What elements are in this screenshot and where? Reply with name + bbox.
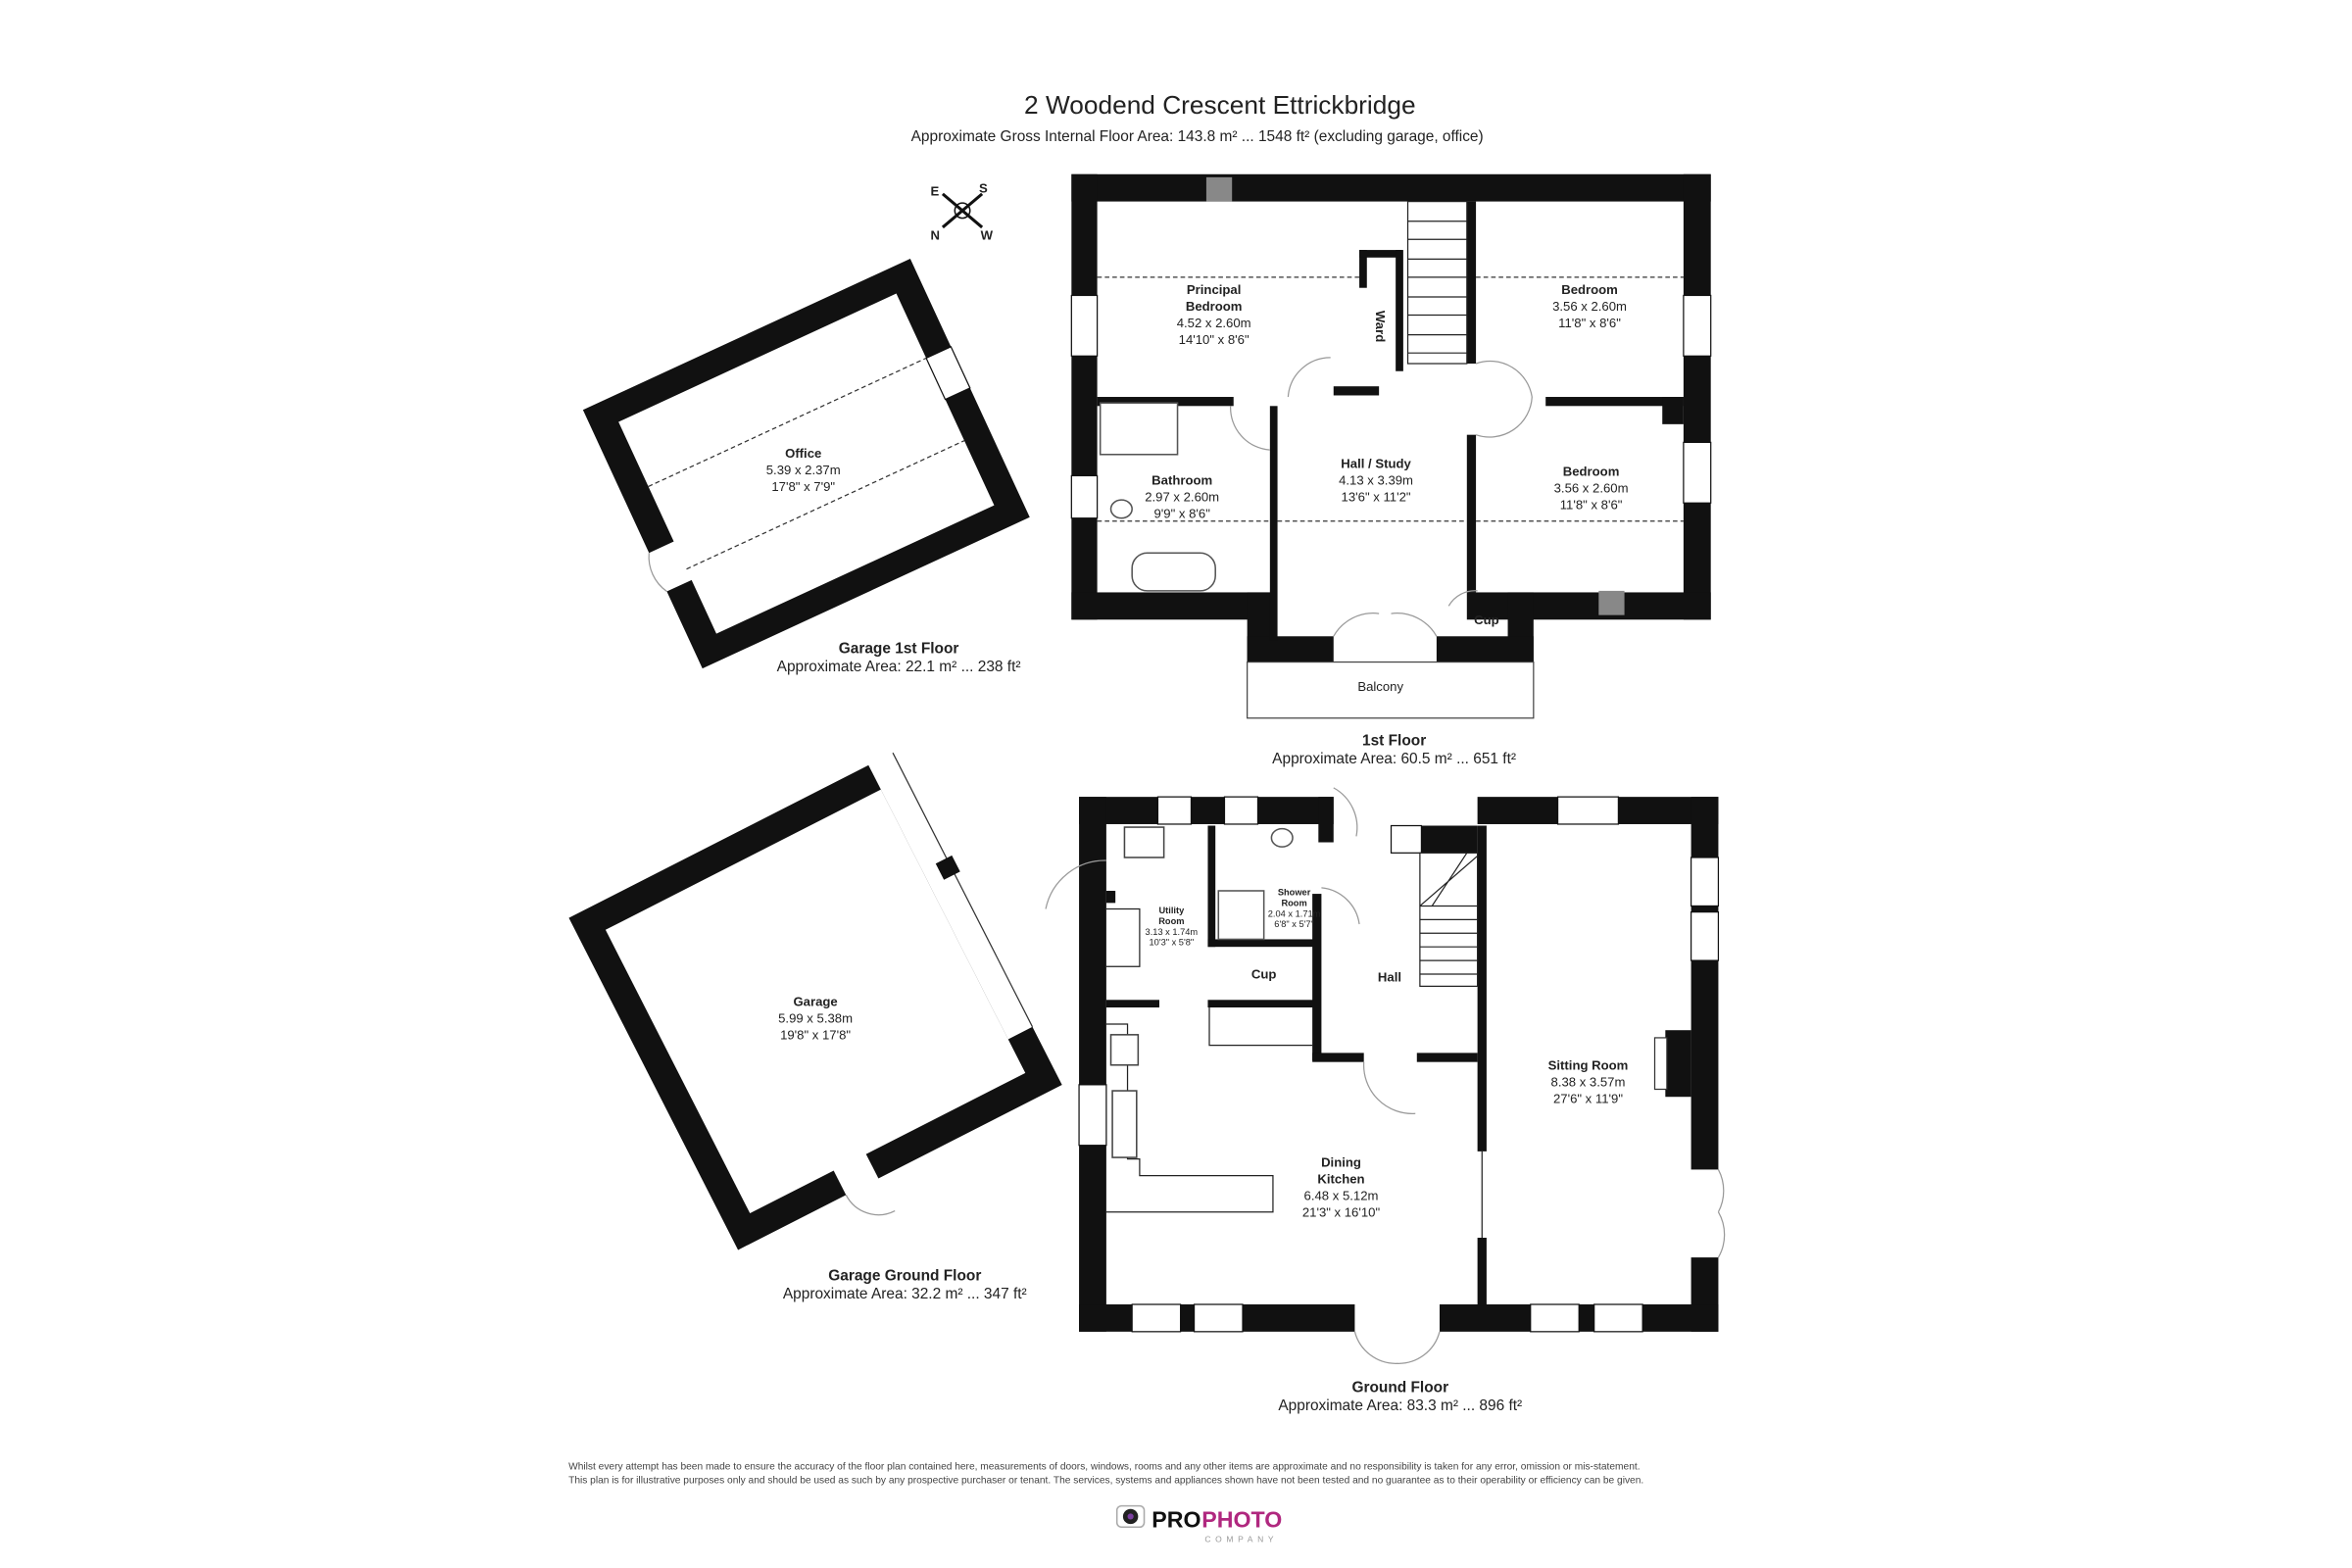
svg-text:6.48 x 5.12m: 6.48 x 5.12m bbox=[1304, 1188, 1379, 1202]
disclaimer-line-1: Whilst every attempt has been made to en… bbox=[568, 1462, 1640, 1473]
hob-icon bbox=[1109, 1034, 1140, 1066]
room-ward: Ward bbox=[1373, 311, 1388, 342]
svg-text:13'6" x 11'2": 13'6" x 11'2" bbox=[1342, 490, 1411, 505]
staircase bbox=[1419, 852, 1479, 987]
svg-text:3.56 x 2.60m: 3.56 x 2.60m bbox=[1552, 299, 1627, 314]
room-bedroom-2: Bedroom 3.56 x 2.60m 11'8" x 8'6" bbox=[1554, 464, 1629, 512]
svg-text:19'8" x 17'8": 19'8" x 17'8" bbox=[780, 1027, 851, 1042]
room-bedroom-1: Bedroom 3.56 x 2.60m 11'8" x 8'6" bbox=[1552, 282, 1627, 330]
compass-icon: E S N W bbox=[931, 180, 994, 242]
room-balcony: Balcony bbox=[1357, 679, 1403, 694]
room-principal-bedroom: Principal Bedroom 4.52 x 2.60m 14'10" x … bbox=[1177, 282, 1251, 347]
disclaimer-line-2: This plan is for illustrative purposes o… bbox=[568, 1475, 1643, 1486]
prophoto-logo: PRO PHOTO COMPANY bbox=[1115, 1504, 1282, 1544]
svg-text:2.04 x 1.71m: 2.04 x 1.71m bbox=[1268, 908, 1321, 918]
ground-floor-plan: Utility Room 3.13 x 1.74m 10'3" x 5'8" S… bbox=[1045, 787, 1726, 1364]
skylight-icon bbox=[1205, 176, 1233, 202]
toilet bbox=[1270, 827, 1294, 848]
garage-ground-floor-label: Garage Ground Floor bbox=[828, 1267, 981, 1284]
logo-company: COMPANY bbox=[1204, 1535, 1278, 1544]
svg-text:17'8" x 7'9": 17'8" x 7'9" bbox=[771, 479, 835, 494]
svg-text:Kitchen: Kitchen bbox=[1317, 1171, 1364, 1186]
room-hall-study: Hall / Study 4.13 x 3.39m 13'6" x 11'2" bbox=[1339, 457, 1413, 505]
garage-first-floor-plan bbox=[582, 258, 1030, 669]
camera-icon bbox=[1115, 1504, 1146, 1529]
first-floor-label: 1st Floor bbox=[1362, 733, 1426, 750]
compass-w: W bbox=[981, 227, 994, 242]
ground-floor-area: Approximate Area: 83.3 m² ... 896 ft² bbox=[1278, 1397, 1522, 1414]
svg-text:Shower: Shower bbox=[1278, 888, 1311, 898]
svg-text:Room: Room bbox=[1158, 916, 1184, 926]
svg-text:6'8" x 5'7": 6'8" x 5'7" bbox=[1274, 919, 1314, 929]
garage-first-floor-area: Approximate Area: 22.1 m² ... 238 ft² bbox=[777, 659, 1021, 675]
svg-text:9'9" x 8'6": 9'9" x 8'6" bbox=[1153, 507, 1210, 521]
svg-text:Office: Office bbox=[785, 446, 821, 461]
shower-tray bbox=[1217, 890, 1265, 941]
fireplace bbox=[1665, 1030, 1691, 1098]
svg-text:3.13 x 1.74m: 3.13 x 1.74m bbox=[1146, 927, 1199, 937]
svg-text:5.99 x 5.38m: 5.99 x 5.38m bbox=[778, 1010, 853, 1025]
room-office: Office 5.39 x 2.37m 17'8" x 7'9" bbox=[766, 446, 841, 494]
compass-s: S bbox=[979, 180, 988, 195]
compass-n: N bbox=[931, 227, 940, 242]
compass-e: E bbox=[931, 183, 940, 198]
svg-text:21'3" x 16'10": 21'3" x 16'10" bbox=[1302, 1204, 1381, 1219]
skylight-icon bbox=[1598, 590, 1625, 615]
svg-text:27'6" x 11'9": 27'6" x 11'9" bbox=[1553, 1091, 1623, 1105]
svg-text:10'3" x 5'8": 10'3" x 5'8" bbox=[1150, 938, 1195, 948]
svg-text:Bedroom: Bedroom bbox=[1561, 282, 1618, 297]
plan-title: 2 Woodend Crescent Ettrickbridge bbox=[1024, 90, 1416, 120]
bathtub bbox=[1131, 552, 1216, 592]
garage-first-floor-label: Garage 1st Floor bbox=[839, 640, 959, 657]
svg-text:Bedroom: Bedroom bbox=[1186, 299, 1243, 314]
first-floor-area: Approximate Area: 60.5 m² ... 651 ft² bbox=[1272, 751, 1516, 767]
room-cup: Cup bbox=[1251, 967, 1277, 982]
shower-tray bbox=[1099, 402, 1179, 456]
svg-text:Utility: Utility bbox=[1158, 906, 1185, 915]
garage-ground-floor-area: Approximate Area: 32.2 m² ... 347 ft² bbox=[783, 1286, 1027, 1302]
svg-text:Dining: Dining bbox=[1321, 1154, 1361, 1169]
svg-text:Sitting Room: Sitting Room bbox=[1548, 1057, 1629, 1072]
balcony bbox=[1247, 661, 1535, 719]
svg-text:4.52 x 2.60m: 4.52 x 2.60m bbox=[1177, 316, 1251, 330]
svg-text:Principal: Principal bbox=[1187, 282, 1241, 297]
svg-text:Garage: Garage bbox=[793, 994, 837, 1008]
room-garage: Garage 5.99 x 5.38m 19'8" x 17'8" bbox=[778, 994, 853, 1042]
svg-text:Hall / Study: Hall / Study bbox=[1341, 457, 1411, 471]
plan-subtitle: Approximate Gross Internal Floor Area: 1… bbox=[911, 128, 1484, 145]
svg-text:3.56 x 2.60m: 3.56 x 2.60m bbox=[1554, 480, 1629, 495]
room-dining-kitchen: Dining Kitchen 6.48 x 5.12m 21'3" x 16'1… bbox=[1302, 1154, 1381, 1219]
svg-text:Bathroom: Bathroom bbox=[1152, 473, 1212, 488]
room-cup: Cup bbox=[1474, 612, 1499, 627]
toilet bbox=[1109, 499, 1133, 519]
kitchen-sink bbox=[1111, 1090, 1138, 1158]
room-bathroom: Bathroom 2.97 x 2.60m 9'9" x 8'6" bbox=[1145, 473, 1219, 521]
svg-text:8.38 x 3.57m: 8.38 x 3.57m bbox=[1551, 1074, 1626, 1089]
garage-ground-floor-plan bbox=[568, 749, 1062, 1250]
logo-pro: PRO bbox=[1152, 1506, 1200, 1532]
room-shower: Shower Room 2.04 x 1.71m 6'8" x 5'7" bbox=[1268, 888, 1321, 929]
svg-text:Room: Room bbox=[1281, 898, 1306, 907]
ground-floor-label: Ground Floor bbox=[1351, 1380, 1448, 1396]
utility-sink bbox=[1123, 826, 1165, 858]
svg-text:4.13 x 3.39m: 4.13 x 3.39m bbox=[1339, 473, 1413, 488]
svg-text:2.97 x 2.60m: 2.97 x 2.60m bbox=[1145, 490, 1219, 505]
first-floor-plan: Principal Bedroom 4.52 x 2.60m 14'10" x … bbox=[1070, 173, 1712, 719]
svg-text:Bedroom: Bedroom bbox=[1563, 464, 1620, 478]
svg-text:5.39 x 2.37m: 5.39 x 2.37m bbox=[766, 463, 841, 477]
svg-text:11'8" x 8'6": 11'8" x 8'6" bbox=[1560, 497, 1623, 512]
room-hall: Hall bbox=[1378, 970, 1401, 985]
room-sitting: Sitting Room 8.38 x 3.57m 27'6" x 11'9" bbox=[1548, 1057, 1629, 1105]
logo-photo: PHOTO bbox=[1201, 1506, 1282, 1532]
svg-text:14'10" x 8'6": 14'10" x 8'6" bbox=[1179, 332, 1250, 347]
staircase bbox=[1406, 200, 1468, 365]
svg-text:11'8" x 8'6": 11'8" x 8'6" bbox=[1558, 316, 1621, 330]
room-utility: Utility Room 3.13 x 1.74m 10'3" x 5'8" bbox=[1146, 906, 1199, 947]
